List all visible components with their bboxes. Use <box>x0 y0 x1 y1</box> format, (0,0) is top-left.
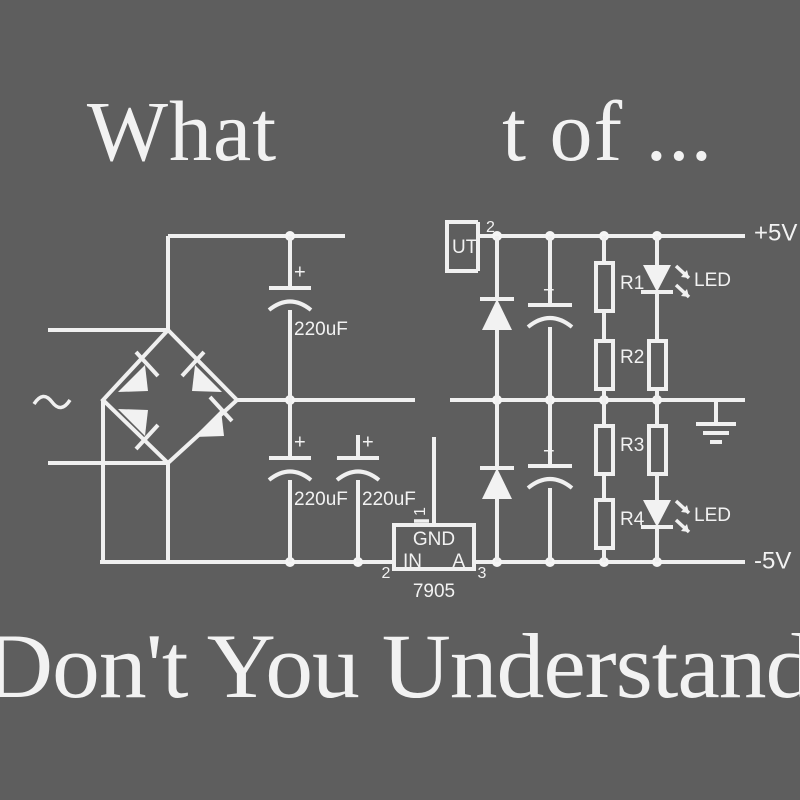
capacitor-c4: + <box>526 236 574 400</box>
meme-top-text: What t of ... <box>86 83 714 179</box>
regulator-in-pin-number: 2 <box>382 565 391 582</box>
regulator-a-pin-number: 3 <box>478 565 487 582</box>
bridge-diode-upper-left <box>118 350 160 392</box>
resistor-r2: R2 <box>594 339 644 400</box>
capacitor-c2: + 220uF <box>267 400 348 562</box>
led-series-resistor-upper <box>647 339 668 400</box>
capacitor-polarity-label: + <box>543 279 555 301</box>
resistor-label: R2 <box>620 347 644 368</box>
capacitor-value-label: 220uF <box>294 489 348 510</box>
capacitor-c3: + 220uF <box>335 431 416 562</box>
capacitor-value-label: 220uF <box>362 489 416 510</box>
regulator-a-label: A <box>452 551 465 572</box>
capacitor-polarity-label: + <box>543 440 555 462</box>
led-indicator-1: LED <box>641 236 731 341</box>
bridge-diode-lower-left <box>118 409 160 451</box>
regulator-part-label: 7905 <box>413 581 455 602</box>
capacitor-polarity-label: + <box>362 431 374 453</box>
upper-regulator-label: UT <box>452 237 478 258</box>
protection-diode-upper <box>480 236 514 400</box>
led-label: LED <box>694 270 731 291</box>
earth-ground-symbol <box>696 400 736 444</box>
protection-diode-lower <box>480 400 514 562</box>
capacitor-polarity-label: + <box>294 261 306 283</box>
regulator-in-label: IN <box>403 551 422 572</box>
resistor-label: R3 <box>620 435 644 456</box>
upper-regulator-partial: UT 2 <box>445 219 495 273</box>
voltage-regulator-7905: 1 GND IN A 2 3 7905 <box>382 437 487 602</box>
bridge-rectifier <box>100 327 240 466</box>
resistor-label: R4 <box>620 509 645 530</box>
capacitor-c5: + <box>526 400 574 562</box>
regulator-gnd-label: GND <box>413 529 455 550</box>
ac-source-symbol <box>32 394 72 410</box>
capacitor-c1: + 220uF <box>267 236 348 400</box>
led-series-resistor-lower <box>647 400 668 500</box>
led-label: LED <box>694 505 731 526</box>
bridge-diode-lower-right <box>194 395 234 437</box>
resistor-r4: R4 <box>594 498 645 562</box>
bridge-diode-upper-right <box>180 350 222 392</box>
resistor-r1: R1 <box>594 236 644 341</box>
regulator-gnd-pin-number: 1 <box>412 507 429 516</box>
resistor-label: R1 <box>620 273 644 294</box>
upper-regulator-pin-number: 2 <box>486 219 495 236</box>
negative-rail-label: -5V <box>754 547 791 574</box>
led-emission-arrows <box>674 264 691 299</box>
positive-rail-label: +5V <box>754 219 797 246</box>
meme-bottom-text: Don't You Understand? <box>0 615 800 717</box>
led-indicator-2: LED <box>641 499 731 562</box>
capacitor-value-label: 220uF <box>294 319 348 340</box>
resistor-r3: R3 <box>594 400 644 500</box>
led-emission-arrows <box>674 499 691 534</box>
capacitor-polarity-label: + <box>294 431 306 453</box>
